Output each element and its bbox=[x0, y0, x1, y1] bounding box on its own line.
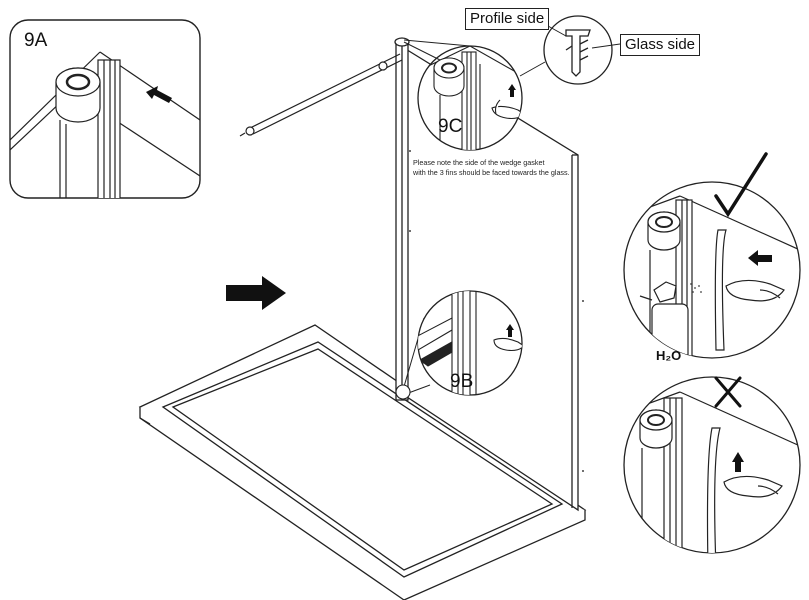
direction-arrow-icon bbox=[226, 276, 286, 310]
cross-mark-icon bbox=[714, 376, 742, 408]
step-label-9c: 9C bbox=[438, 116, 463, 137]
wedge-gasket-note: Please note the side of the wedge gasket… bbox=[413, 158, 583, 177]
support-bar bbox=[239, 53, 403, 137]
step-label-9a: 9A bbox=[24, 30, 48, 51]
step-label-9b: 9B bbox=[450, 371, 474, 392]
note-line-1: Please note the side of the wedge gasket bbox=[413, 158, 545, 167]
glass-panel bbox=[394, 37, 584, 512]
gasket-detail bbox=[519, 15, 621, 85]
magnifier-9b bbox=[395, 290, 523, 400]
note-line-2: with the 3 fins should be faced towards … bbox=[413, 167, 570, 177]
push-up-arrow-icon bbox=[506, 324, 514, 337]
glass-side-label: Glass side bbox=[620, 34, 701, 56]
profile-side-label: Profile side bbox=[465, 8, 550, 30]
incorrect-panel bbox=[623, 376, 801, 554]
water-bottle-label: H₂O bbox=[656, 348, 682, 363]
panel-9a bbox=[9, 19, 201, 199]
shower-tray bbox=[138, 324, 587, 600]
push-up-arrow-icon bbox=[732, 452, 744, 472]
spray-icon bbox=[690, 283, 702, 293]
insert-arrow-icon bbox=[146, 86, 172, 103]
push-up-arrow-icon bbox=[508, 84, 516, 97]
correct-panel bbox=[623, 152, 801, 359]
push-left-arrow-icon bbox=[748, 250, 772, 266]
magnifier-9c bbox=[403, 39, 523, 151]
check-mark-icon bbox=[714, 152, 768, 218]
